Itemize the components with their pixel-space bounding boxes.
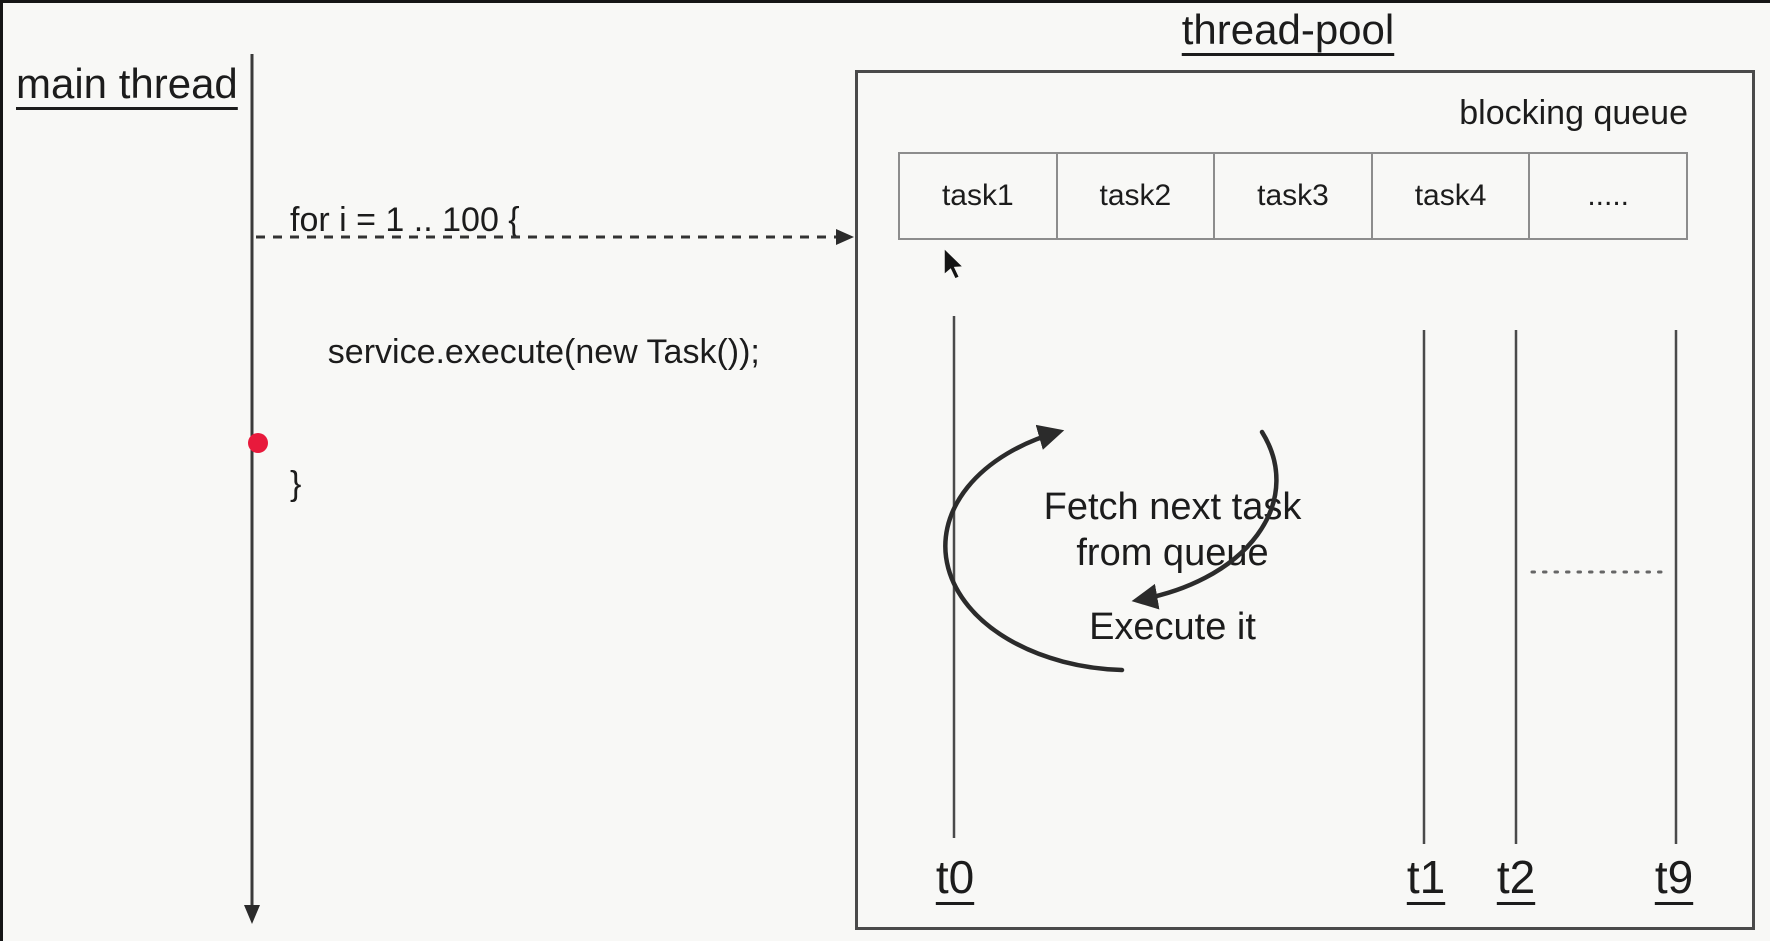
thread-pool-box [855,70,1755,930]
execution-point-dot [248,433,268,453]
loop-text-execute: Execute it [1089,606,1256,648]
blocking-queue-label: blocking queue [1459,94,1688,132]
main-thread-code-block: for i = 1 .. 100 { service.execute(new T… [290,110,760,594]
queue-cell-task3: task3 [1213,154,1371,238]
main-thread-arrowhead-icon [244,905,260,924]
queue-cell-ellipsis: ..... [1528,154,1686,238]
loop-text-line-1: Fetch next task [1043,486,1302,528]
main-thread-label: main thread [16,60,238,107]
queue-cell-task2: task2 [1055,154,1214,238]
thread-label-t9: t9 [1654,851,1694,903]
loop-text-fetch: Fetch next task from queue [975,484,1370,576]
loop-text-line-2: from queue [1076,532,1269,574]
thread-label-t2: t2 [1496,851,1536,903]
thread-pool-title: thread-pool [1181,6,1395,53]
blocking-queue: task1 task2 task3 task4 ..... [898,152,1688,240]
thread-label-t1: t1 [1406,851,1446,903]
frame-edge-top [0,0,1770,3]
code-line-2: service.execute(new Task()); [290,333,760,371]
submit-task-arrowhead-icon [836,229,854,245]
frame-edge-left [0,0,3,941]
queue-cell-task1: task1 [941,179,1014,212]
queue-cell-task4: task4 [1370,154,1529,238]
thread-label-t0: t0 [935,851,975,903]
code-line-1: for i = 1 .. 100 { [290,201,520,239]
code-line-3: } [290,465,302,503]
